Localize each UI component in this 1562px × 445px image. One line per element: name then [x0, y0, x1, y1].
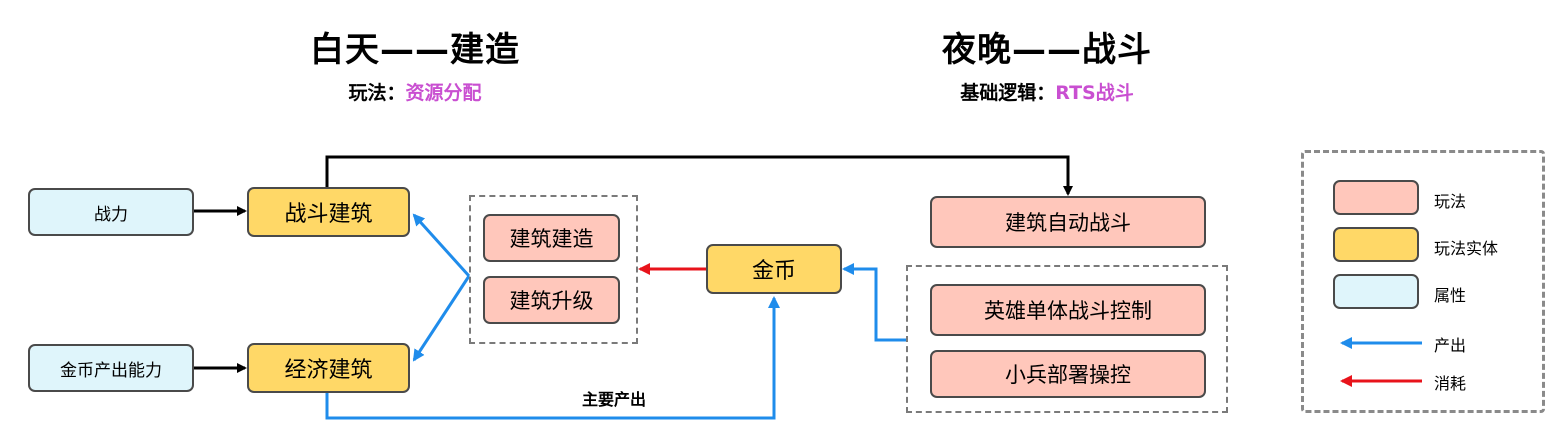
- day-subtitle-prefix: 玩法：: [348, 82, 406, 104]
- day-title: 白天——建造: [310, 30, 520, 70]
- legend-attribute-swatch: [1333, 274, 1419, 309]
- node-economic-building: 经济建筑: [247, 343, 410, 393]
- legend-play-swatch: [1333, 180, 1419, 215]
- node-building-construct: 建筑建造: [483, 214, 620, 262]
- day-subtitle: 玩法：资源分配: [280, 78, 550, 105]
- arrow-combat-building-to-auto-battle: [325, 155, 1073, 196]
- node-gold: 金币: [706, 244, 842, 294]
- arrow-economic-building-to-gold: [325, 296, 780, 420]
- night-subtitle-prefix: 基础逻辑：: [960, 82, 1056, 104]
- day-subtitle-value: 资源分配: [405, 82, 482, 104]
- node-combat-building: 战斗建筑: [247, 187, 410, 237]
- main-output-label: 主要产出: [582, 390, 647, 409]
- node-gold-output-ability: 金币产出能力: [28, 344, 194, 392]
- node-auto-battle: 建筑自动战斗: [930, 196, 1206, 248]
- node-soldier-deploy: 小兵部署操控: [930, 350, 1206, 398]
- night-subtitle: 基础逻辑：RTS战斗: [912, 78, 1182, 105]
- legend-entity-label: 玩法实体: [1434, 239, 1499, 258]
- legend-play-label: 玩法: [1434, 192, 1467, 211]
- node-combat-power: 战力: [28, 188, 194, 236]
- build-group: [469, 195, 638, 344]
- node-hero-control: 英雄单体战斗控制: [930, 284, 1206, 336]
- legend: [1301, 150, 1545, 413]
- arrow-build-group-to-combat-building: [412, 213, 471, 278]
- node-building-upgrade: 建筑升级: [483, 276, 620, 324]
- legend-attribute-label: 属性: [1434, 286, 1467, 305]
- legend-entity-swatch: [1333, 227, 1419, 262]
- legend-consume-label: 消耗: [1434, 374, 1467, 393]
- control-group: [906, 265, 1228, 413]
- legend-output-label: 产出: [1434, 336, 1467, 355]
- arrow-build-group-to-economic-building: [412, 275, 471, 362]
- arrow-control-group-to-gold: [842, 263, 906, 342]
- night-subtitle-value: RTS战斗: [1055, 82, 1134, 104]
- night-title: 夜晚——战斗: [942, 30, 1152, 70]
